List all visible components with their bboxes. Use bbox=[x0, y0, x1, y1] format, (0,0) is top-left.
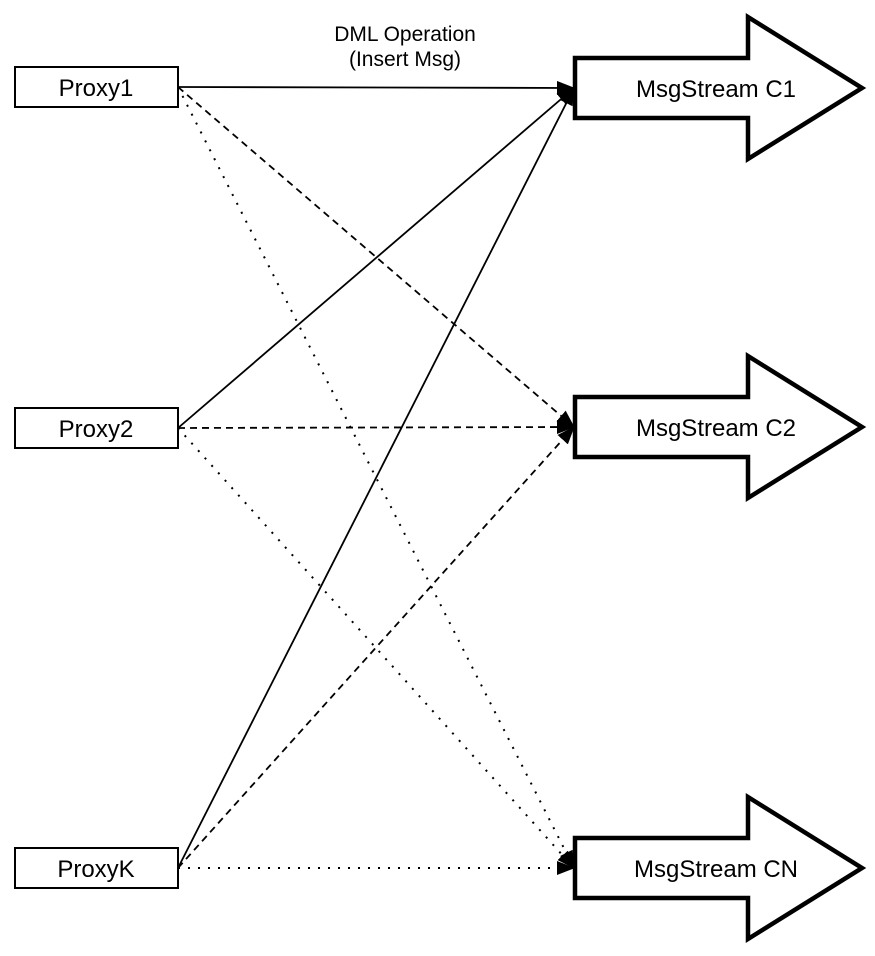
msgstream-c1-arrow-shape bbox=[572, 12, 867, 164]
proxy2-box bbox=[14, 407, 179, 449]
proxyk-label: ProxyK bbox=[57, 856, 134, 883]
connection-proxyk-to-c1-solid bbox=[177, 87, 575, 869]
connection-proxy1-to-c2-dashed bbox=[177, 86, 575, 428]
connection-proxy1-to-c1-solid bbox=[177, 80, 575, 95]
proxy1-box bbox=[14, 66, 179, 108]
proxyk-box bbox=[14, 847, 179, 889]
dml-operation-label-line2: (Insert Msg) bbox=[349, 48, 461, 71]
msgstream-cn-arrow-shape bbox=[572, 792, 867, 944]
msgstream-c2-label: MsgStream C2 bbox=[636, 415, 796, 442]
connection-proxy2-to-c1-solid bbox=[177, 87, 575, 429]
msgstream-cn-label: MsgStream CN bbox=[634, 856, 798, 883]
dml-operation-label-line1: DML Operation bbox=[334, 23, 476, 46]
proxy1-label: Proxy1 bbox=[59, 75, 134, 102]
msgstream-c1-label: MsgStream C1 bbox=[636, 76, 796, 103]
msgstream-c2-arrow-shape bbox=[572, 351, 867, 503]
connection-proxyk-to-c2-dashed bbox=[177, 426, 575, 869]
proxy2-label: Proxy2 bbox=[59, 416, 134, 443]
connection-proxy2-to-c2-dashed bbox=[177, 420, 575, 435]
